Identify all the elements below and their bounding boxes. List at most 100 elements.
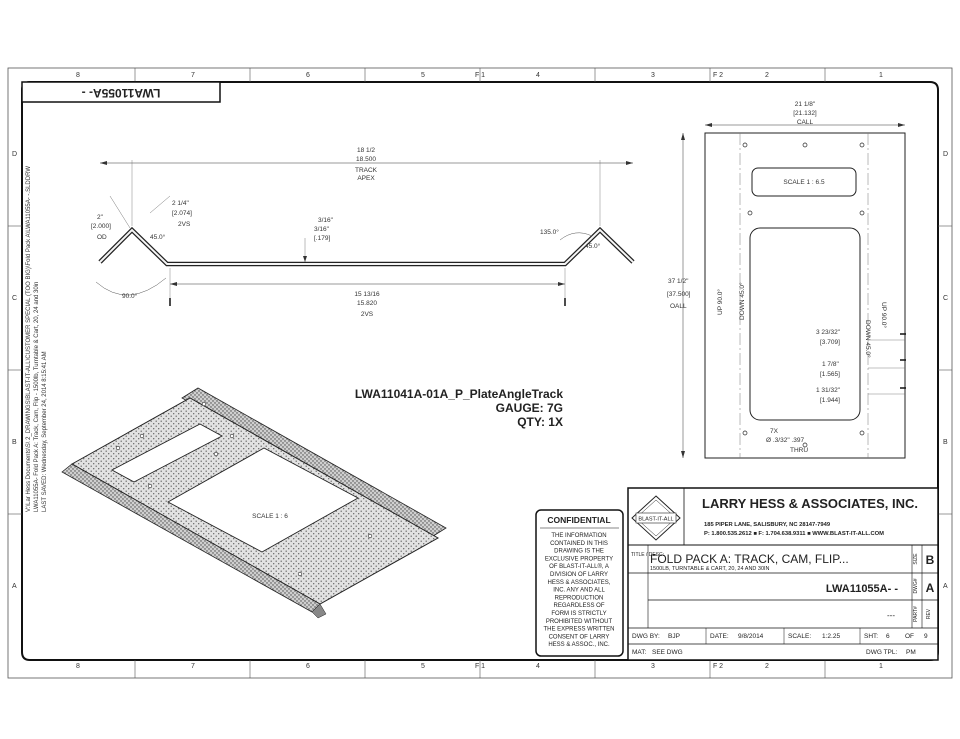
svg-text:3: 3 [651,72,655,79]
svg-text:[1.944]: [1.944] [820,397,840,404]
svg-text:BJP: BJP [668,633,680,640]
svg-text:PART#: PART# [913,606,919,622]
confidential-line: CONSENT OF LARRY [549,634,610,640]
confidential-line: INC. ANY AND ALL [553,588,605,594]
svg-text:1500LB, TURNTABLE & CART, 20,: 1500LB, TURNTABLE & CART, 20, 24 AND 30I… [650,566,770,572]
svg-text:15.820: 15.820 [357,300,377,307]
svg-text:OF: OF [905,633,914,640]
svg-text:6: 6 [886,633,890,640]
flat-pattern-view: SCALE 1 : 6.5 21 1/8" [21.132] CALL 37 1… [667,101,906,459]
confidential-line: CONTAINED IN THIS [550,541,608,547]
svg-text:135.0°: 135.0° [540,228,559,236]
svg-text:OALL: OALL [670,303,687,310]
svg-text:A: A [926,581,935,595]
iso-large-cutout [167,447,359,553]
iso-small-slot [111,423,223,483]
svg-text:9/8/2014: 9/8/2014 [738,633,764,640]
svg-text:3 23/32": 3 23/32" [816,329,841,336]
svg-text:2VS: 2VS [178,221,191,228]
blast-it-all-logo: BLAST-IT-ALL [631,495,681,541]
svg-text:LAST SAVED: Wednesday, Septemb: LAST SAVED: Wednesday, September 24, 201… [42,351,48,512]
svg-text:TRACK: TRACK [355,167,378,174]
svg-text:1 7/8": 1 7/8" [822,361,839,368]
svg-text:C: C [12,295,17,302]
track-profile-view: 18 1/2 18.500 TRACK APEX 2" [2.000] OD 2… [91,147,635,318]
row-labels: D C B A D C B A [12,151,948,590]
confidential-line: OF BLAST-IT-ALL®, A [549,563,609,570]
svg-text:45.0°: 45.0° [585,242,601,250]
svg-text:[37.500]: [37.500] [667,291,691,298]
svg-text:B: B [12,439,17,446]
svg-text:REV: REV [926,608,932,619]
svg-text:3/16": 3/16" [314,226,330,233]
column-labels-bottom: 8 7 6 5 4 3 2 1 F 1 F 2 [76,663,883,670]
small-slot [751,167,857,197]
svg-text:15 13/16: 15 13/16 [354,291,380,298]
confidential-line: EXCLUSIVE PROPERTY [545,556,613,562]
side-notes: V:\Lar Hess Documents\S\ 2_DRAWINGS\BLAS… [26,166,48,512]
svg-text:F 1: F 1 [475,72,485,79]
svg-text:CALL: CALL [797,119,814,126]
svg-text:6: 6 [306,72,310,79]
svg-text:3: 3 [651,663,655,670]
svg-text:2": 2" [97,214,104,221]
mounting-holes [742,142,865,448]
svg-text:5: 5 [421,72,425,79]
svg-text:SHT:: SHT: [864,633,878,640]
svg-text:OD: OD [97,234,107,241]
svg-text:---: --- [887,611,895,620]
confidential-line: THE INFORMATION [551,533,606,539]
svg-text:P: 1.800.535.2612 ■ F: 1.704.6: P: 1.800.535.2612 ■ F: 1.704.638.9311 ■ … [704,531,884,537]
svg-text:A: A [943,583,948,590]
svg-text:Ø .3/32" .397: Ø .3/32" .397 [766,437,804,444]
svg-text:A: A [12,583,17,590]
svg-text:2 1/4": 2 1/4" [172,200,189,207]
svg-text:PM: PM [906,649,916,656]
svg-text:90.0°: 90.0° [122,292,138,300]
svg-text:D: D [12,151,17,158]
svg-text:F 2: F 2 [713,663,723,670]
svg-text:18 1/2: 18 1/2 [357,147,375,154]
svg-text:TITLE / DESC:: TITLE / DESC: [631,552,664,558]
svg-text:8: 8 [76,72,80,79]
svg-text:1: 1 [879,663,883,670]
svg-text:4: 4 [536,72,540,79]
svg-text:F 1: F 1 [475,663,485,670]
svg-text:SEE DWG: SEE DWG [652,649,683,656]
svg-text:45.0°: 45.0° [150,233,166,241]
large-cutout [749,227,861,421]
svg-text:37 1/2": 37 1/2" [668,278,689,285]
svg-text:BLAST-IT-ALL: BLAST-IT-ALL [638,517,673,523]
svg-text:DOWN 45.0°: DOWN 45.0° [864,320,872,358]
part-callout: LWA11041A-01A_P_PlateAngleTrack GAUGE: 7… [355,387,563,429]
svg-text:C: C [943,295,948,302]
svg-text:DOWN 45.0°: DOWN 45.0° [738,282,746,320]
confidential-line: REPRODUCTION [555,595,604,601]
svg-text:7: 7 [191,663,195,670]
svg-text:SCALE 1 : 6.5: SCALE 1 : 6.5 [783,179,825,186]
svg-text:GAUGE: 7G: GAUGE: 7G [496,401,563,415]
svg-text:D: D [943,151,948,158]
svg-text:7: 7 [191,72,195,79]
confidential-line: DRAWING IS THE [554,549,604,555]
svg-text:5: 5 [421,663,425,670]
confidential-line: THE EXPRESS WRITTEN [543,627,614,633]
svg-text:LWA11041A-01A_P_PlateAngleTrac: LWA11041A-01A_P_PlateAngleTrack [355,387,563,401]
svg-text:[3.709]: [3.709] [820,339,840,346]
column-ticks [8,68,952,678]
svg-text:F 2: F 2 [713,72,723,79]
svg-text:UP 90.0°: UP 90.0° [880,302,888,328]
svg-text:8: 8 [76,663,80,670]
svg-text:QTY: 1X: QTY: 1X [517,415,563,429]
rotated-part-tab [21,81,221,103]
svg-text:SIZE: SIZE [913,553,919,565]
svg-text:THRU: THRU [790,447,808,454]
svg-text:[2.000]: [2.000] [91,223,111,230]
svg-text:21 1/8": 21 1/8" [795,101,816,108]
svg-text:1 31/32": 1 31/32" [816,387,841,394]
svg-text:SCALE 1 : 6: SCALE 1 : 6 [252,513,288,520]
svg-text:DWG#: DWG# [913,578,919,593]
svg-text:DWG TPL:: DWG TPL: [866,649,897,656]
